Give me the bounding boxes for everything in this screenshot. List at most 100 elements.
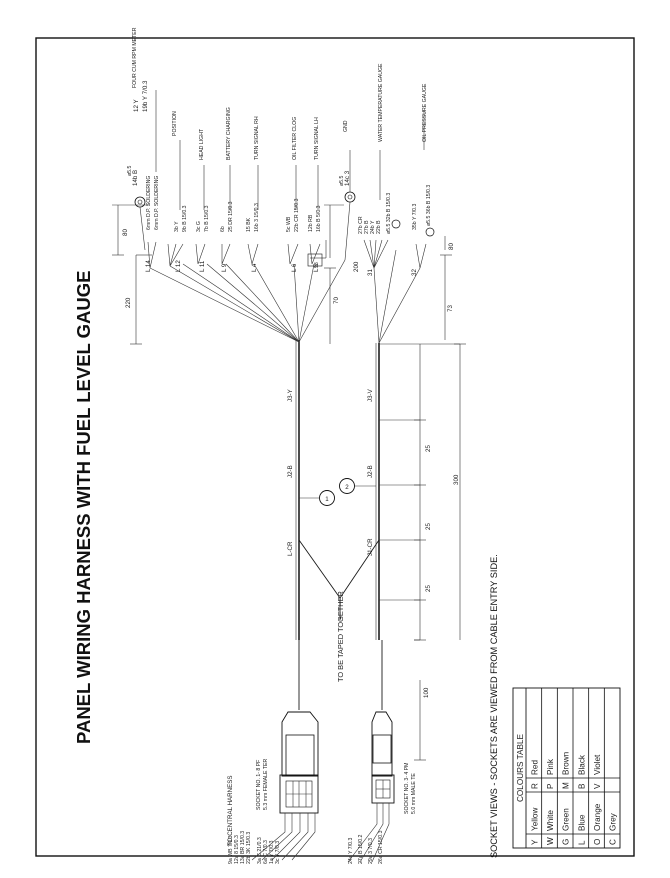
central-harness-label: TO CENTRAL HARNESS [227,776,234,846]
socket-views-note: SOCKET VIEWS - SOCKETS ARE VIEWED FROM C… [489,554,499,858]
lower-wire-label: 27b CR [358,216,364,234]
circle-marker-2: 2 [339,478,376,494]
plug-3 [371,640,393,777]
socket3-line1: SOCKET NO. 3- 4 PM [404,762,410,814]
colours-table-cell: Yellow [530,808,539,831]
oil-pressure-label: OIL PRESSURE GAUGE [422,83,428,142]
socket1-wire-label: 3a C 21/0.3 [257,837,263,864]
colours-table-cell: O [593,839,602,845]
ground-hole: ø5.5 [339,176,345,186]
tag-19b: 19b Y 7/0.3 [142,80,149,112]
dimension-lines [112,204,466,761]
circle-marker-1: 1 [299,490,335,506]
socket-leaders [251,803,390,863]
water-temp-label: WATER TEMPERATURE GAUGE [378,63,384,142]
socket1-line1: SOCKET NO. 1- 8 PF [256,760,262,810]
ground-ref: 14c 3 [344,170,351,186]
socket1-wire-label: 9a WB 7/0.3 [228,835,234,864]
bundle-wire-label: 15 BK [246,217,252,232]
lower-trunk [375,343,380,640]
marker-93: 93 [314,262,320,268]
oil-ref: 32 [411,269,418,276]
dim-25-c: 25 [425,445,432,452]
bundle-wire-label: 25 DR 15/0.3 [228,201,234,232]
colours-table-cell: W [546,837,555,845]
colours-table-cell: P [546,783,555,789]
colours-table-cell: Blue [577,814,586,831]
bundle-wire-label: 6mm D.P. SOLDERING [146,176,152,230]
lower-wire-label: ø5.5 32b B 15/0.3 [386,193,392,234]
fork-ref-label: L 4 [251,263,258,272]
bundle-wire-label: 5c WB [286,216,292,232]
lower-wire-label: 24b Y [370,220,376,234]
stud-hole: ø5.5 [127,166,133,176]
colours-table-cell: White [546,810,555,831]
colours-table: COLOURS TABLE YYellowRRedWWhitePPinkGGre… [512,687,621,849]
colours-table-cell: Violet [593,754,602,775]
oil-wire-label: ø5.5 36b B 15/0.3 [426,185,432,226]
bundle-wire-label: 9b B 15/0.3 [182,205,188,232]
stud-ref: 14b B [132,170,139,186]
colours-table-cell: R [530,783,539,789]
ground-label: GND [343,120,349,132]
socket3-wire-label: 27a B 15/0.2 [358,834,364,864]
socket1-wire-label: 1a Y 7/0.3 [269,840,275,864]
socket3-wire-label: 29a 3 7/0.3 [368,838,374,864]
destination-label: POSITION [172,111,178,136]
lower-wire-label: 27b B [364,220,370,234]
colours-table-cell: Black [577,754,586,775]
oil-wire-label: 35b Y 7/0.3 [412,204,418,230]
lower-breakout-lines [363,110,435,344]
dim-80-b: 80 [448,243,455,250]
taped-together-label: TO BE TAPED TOGETHER [336,591,345,682]
dim-80-a: 80 [122,229,129,236]
upper-breakout-lines [134,90,356,343]
dim-100: 100 [423,687,430,698]
destination-label: TURN SIGNAL RH [254,116,260,160]
central-harness-labels: TO CENTRAL HARNESS SOCKET NO. 1- 8 PF 5.… [227,759,417,864]
socket-3-connector [371,774,395,804]
colours-table-cell: Green [562,808,571,831]
lower-labels: 31 WATER TEMPERATURE GAUGE 32 OIL PRESSU… [367,63,428,276]
bundle-wire-label: 3c G [196,221,202,232]
destination-label: HEAD LIGHT [199,128,205,160]
lower-wire-label: 22b B [376,220,382,234]
colours-table-cell: Grey [609,812,618,831]
fork-ref-label: L 12 [175,260,182,272]
circle-marker-1-text: 1 [325,496,329,503]
bundle-wire-label: 3b Y [174,221,180,232]
colours-table-cell: Y [530,839,539,845]
upper-label-3: J3-Y [287,389,294,402]
colours-table-cell: Red [530,760,539,775]
circle-marker-2-text: 2 [345,484,349,491]
colours-table-title: COLOURS TABLE [516,733,525,801]
destination-label: TURN SIGNAL LH [314,117,320,160]
fork-ref-label: L 11 [199,260,206,272]
socket1-wire-label: 12a 8 15/0.3 [234,835,240,864]
colours-table-cell: Orange [593,803,602,831]
socket3-wire-label: 26a CR 15/0.3 [378,830,384,864]
dim-300: 300 [453,474,460,485]
bundle-wire-label: 6b [220,226,226,232]
dim-25-a: 25 [425,585,432,592]
colours-table-cell: Brown [562,751,571,775]
bundle-wire-label: 6mm D.P. SOLDERING [154,176,160,230]
bundle-wire-label: 16b 3 15/0.3 [254,203,260,232]
destination-label: OIL FILTER CLOG [292,117,298,160]
lower-fork-ref: 31 [367,269,374,276]
colours-table-cell: C [609,839,618,845]
plug-1 [281,640,319,777]
dim-200: 200 [353,261,360,272]
colours-table-cell: Pink [546,758,555,775]
socket-1-connector [279,774,319,814]
socket3-line2: 5.0 mm MALE TE [411,773,417,814]
lower-label-2: J2-B [367,465,374,478]
dimension-labels: 100 25 25 25 300 70 80 80 220 200 73 [122,229,460,698]
bundle-wire-label: 22b CR 15/0.3 [294,198,300,232]
dim-220: 220 [125,297,132,308]
colours-table-cell: V [593,783,602,789]
colours-table-cell: L [577,840,586,845]
